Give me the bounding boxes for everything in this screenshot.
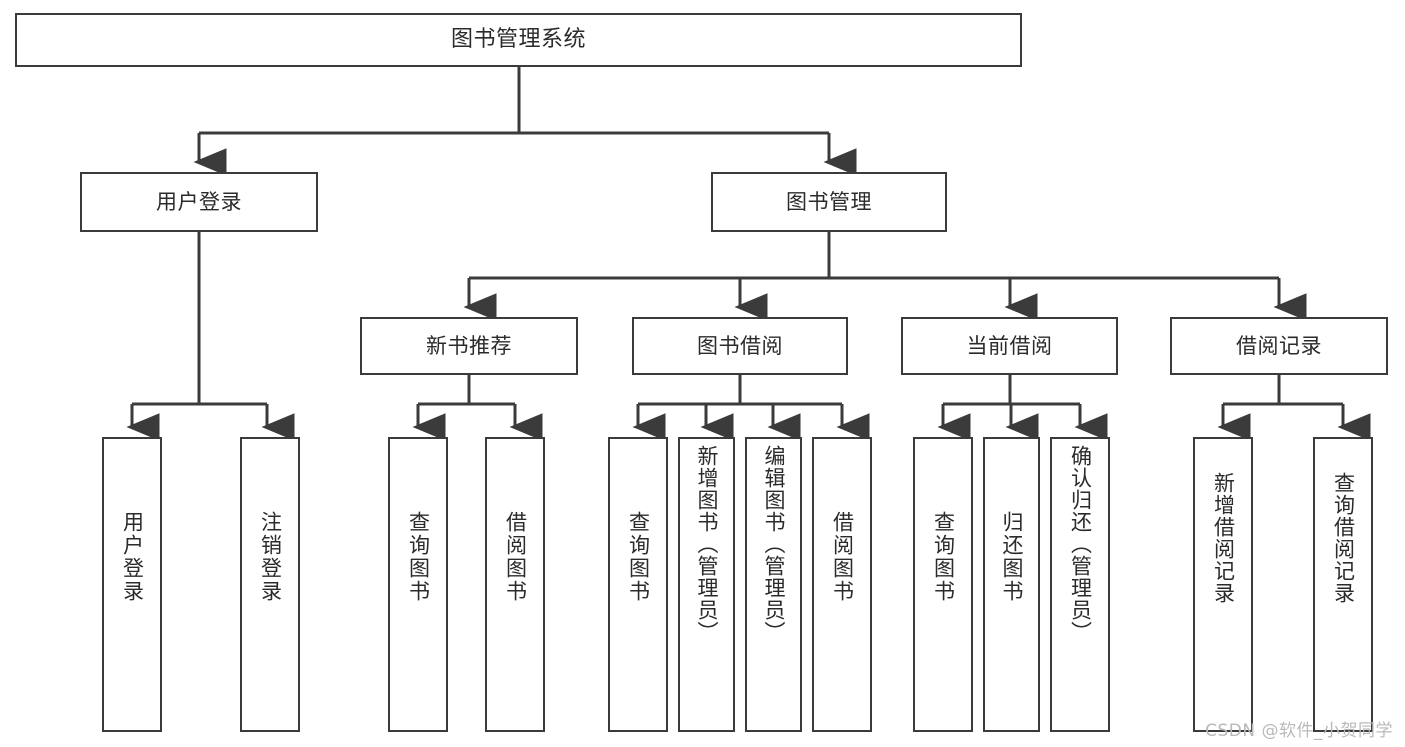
node-leaf-add-book[interactable]: 新增图书（管理员） <box>678 437 735 732</box>
node-leaf-edit-book[interactable]: 编辑图书（管理员） <box>745 437 802 732</box>
node-book-manage-label: 图书管理 <box>786 189 872 214</box>
node-new-book-rec-label: 新书推荐 <box>426 333 512 358</box>
node-leaf-user-logout[interactable]: 注销登录 <box>240 437 300 732</box>
node-leaf-borrow-book-1[interactable]: 借阅图书 <box>485 437 545 732</box>
node-leaf-add-book-label: 新增图书（管理员） <box>695 445 719 643</box>
node-leaf-query-book-2-label: 查询图书 <box>626 511 651 603</box>
node-leaf-confirm-return-label: 确认归还（管理员） <box>1068 445 1093 643</box>
node-leaf-user-logout-label: 注销登录 <box>258 511 283 603</box>
node-book-borrow-label: 图书借阅 <box>697 333 783 358</box>
node-current-borrow[interactable]: 当前借阅 <box>901 317 1118 375</box>
node-leaf-query-record[interactable]: 查询借阅记录 <box>1313 437 1373 732</box>
node-leaf-query-book-2[interactable]: 查询图书 <box>608 437 668 732</box>
node-leaf-query-book-1-label: 查询图书 <box>406 511 431 603</box>
node-leaf-add-record[interactable]: 新增借阅记录 <box>1193 437 1253 732</box>
node-current-borrow-label: 当前借阅 <box>966 333 1053 358</box>
node-leaf-return-book[interactable]: 归还图书 <box>983 437 1040 732</box>
node-user-login-label: 用户登录 <box>156 189 242 214</box>
node-leaf-query-book-1[interactable]: 查询图书 <box>388 437 448 732</box>
node-book-borrow[interactable]: 图书借阅 <box>632 317 848 375</box>
node-user-login[interactable]: 用户登录 <box>80 172 318 232</box>
node-root[interactable]: 图书管理系统 <box>15 13 1022 67</box>
node-leaf-edit-book-label: 编辑图书（管理员） <box>762 445 786 643</box>
node-leaf-borrow-book-1-label: 借阅图书 <box>503 511 528 603</box>
node-leaf-query-book-3-label: 查询图书 <box>931 511 956 603</box>
node-root-label: 图书管理系统 <box>450 27 586 53</box>
node-leaf-confirm-return[interactable]: 确认归还（管理员） <box>1050 437 1110 732</box>
node-leaf-query-book-3[interactable]: 查询图书 <box>913 437 973 732</box>
node-leaf-borrow-book-2[interactable]: 借阅图书 <box>812 437 872 732</box>
node-leaf-user-login-label: 用户登录 <box>120 511 145 603</box>
node-leaf-query-record-label: 查询借阅记录 <box>1331 472 1356 604</box>
node-borrow-record[interactable]: 借阅记录 <box>1170 317 1388 375</box>
node-leaf-add-record-label: 新增借阅记录 <box>1211 472 1236 604</box>
watermark: CSDN @软件_小贺同学 <box>1205 721 1393 741</box>
node-book-manage[interactable]: 图书管理 <box>711 172 947 232</box>
node-leaf-borrow-book-2-label: 借阅图书 <box>830 511 855 603</box>
node-leaf-return-book-label: 归还图书 <box>1000 511 1024 603</box>
node-leaf-user-login[interactable]: 用户登录 <box>102 437 162 732</box>
node-new-book-rec[interactable]: 新书推荐 <box>360 317 578 375</box>
node-borrow-record-label: 借阅记录 <box>1236 333 1322 358</box>
